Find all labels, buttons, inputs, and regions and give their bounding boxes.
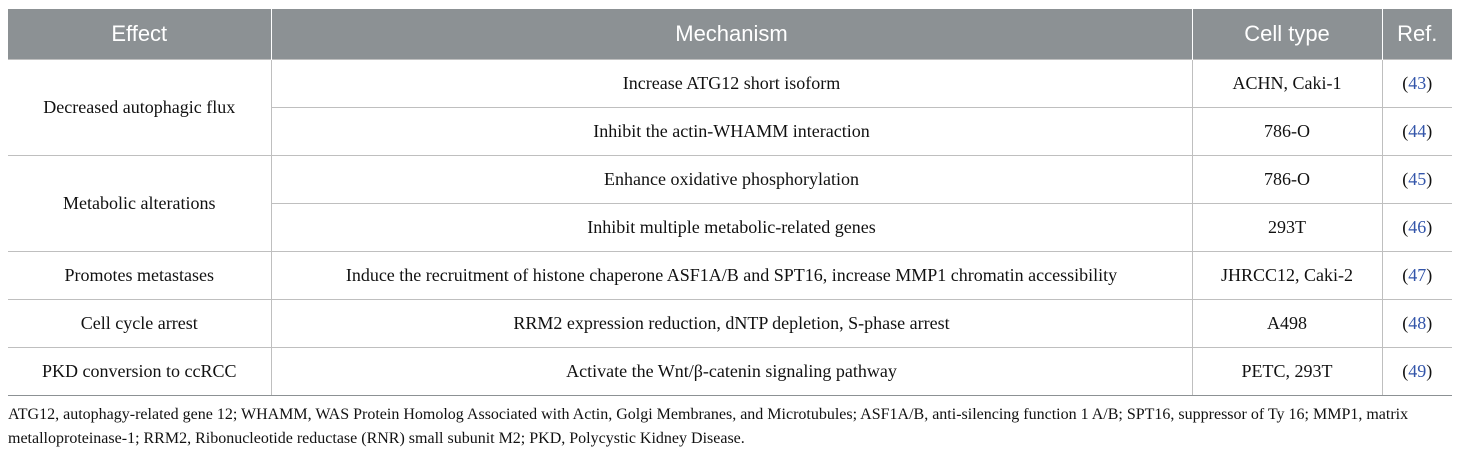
ref-cell: (48) bbox=[1381, 299, 1452, 348]
ref-cell: (43) bbox=[1381, 59, 1452, 108]
effect-cell: Decreased autophagic flux bbox=[8, 59, 272, 156]
reference-link[interactable]: 47 bbox=[1408, 265, 1427, 285]
effect-cell: Cell cycle arrest bbox=[8, 299, 272, 348]
effect-cell: Promotes metastases bbox=[8, 251, 272, 300]
cell-type-cell: 786-O bbox=[1191, 107, 1383, 156]
mechanism-cell: Activate the Wnt/β-catenin signaling pat… bbox=[270, 347, 1193, 396]
reference-link[interactable]: 44 bbox=[1408, 121, 1427, 141]
table-footnote: ATG12, autophagy-related gene 12; WHAMM,… bbox=[8, 406, 1409, 447]
cell-type-cell: 786-O bbox=[1191, 155, 1383, 204]
reference-link[interactable]: 49 bbox=[1408, 361, 1427, 381]
data-table: Effect Mechanism Cell type Ref. Decrease… bbox=[8, 9, 1452, 396]
ref-cell: (49) bbox=[1381, 347, 1452, 396]
mechanism-cell: Increase ATG12 short isoform bbox=[270, 59, 1193, 108]
ref-cell: (46) bbox=[1381, 203, 1452, 252]
cell-type-cell: PETC, 293T bbox=[1191, 347, 1383, 396]
cell-type-cell: A498 bbox=[1191, 299, 1383, 348]
cell-type-cell: JHRCC12, Caki-2 bbox=[1191, 251, 1383, 300]
header-ref: Ref. bbox=[1381, 9, 1452, 60]
reference-link[interactable]: 43 bbox=[1408, 73, 1427, 93]
ref-cell: (44) bbox=[1381, 107, 1452, 156]
effect-cell: Metabolic alterations bbox=[8, 155, 272, 252]
mechanism-cell: Inhibit the actin-WHAMM interaction bbox=[271, 107, 1193, 156]
mechanism-cell: Inhibit multiple metabolic-related genes bbox=[271, 203, 1193, 252]
cell-type-cell: ACHN, Caki-1 bbox=[1191, 59, 1383, 108]
mechanism-cell: RRM2 expression reduction, dNTP depletio… bbox=[270, 299, 1193, 348]
effect-cell: PKD conversion to ccRCC bbox=[8, 347, 272, 396]
header-mechanism: Mechanism bbox=[270, 9, 1192, 60]
mechanism-cell: Enhance oxidative phosphorylation bbox=[270, 155, 1193, 204]
header-row: Effect Mechanism Cell type Ref. bbox=[8, 9, 1452, 60]
mechanism-cell: Induce the recruitment of histone chaper… bbox=[270, 251, 1193, 300]
reference-link[interactable]: 46 bbox=[1408, 217, 1427, 237]
ref-cell: (45) bbox=[1381, 155, 1452, 204]
table-container: Effect Mechanism Cell type Ref. Decrease… bbox=[8, 9, 1452, 396]
cell-type-cell: 293T bbox=[1191, 203, 1383, 252]
reference-link[interactable]: 48 bbox=[1408, 313, 1427, 333]
ref-cell: (47) bbox=[1381, 251, 1452, 300]
header-effect: Effect bbox=[8, 9, 271, 60]
reference-link[interactable]: 45 bbox=[1408, 169, 1427, 189]
header-cell-type: Cell type bbox=[1191, 9, 1382, 60]
